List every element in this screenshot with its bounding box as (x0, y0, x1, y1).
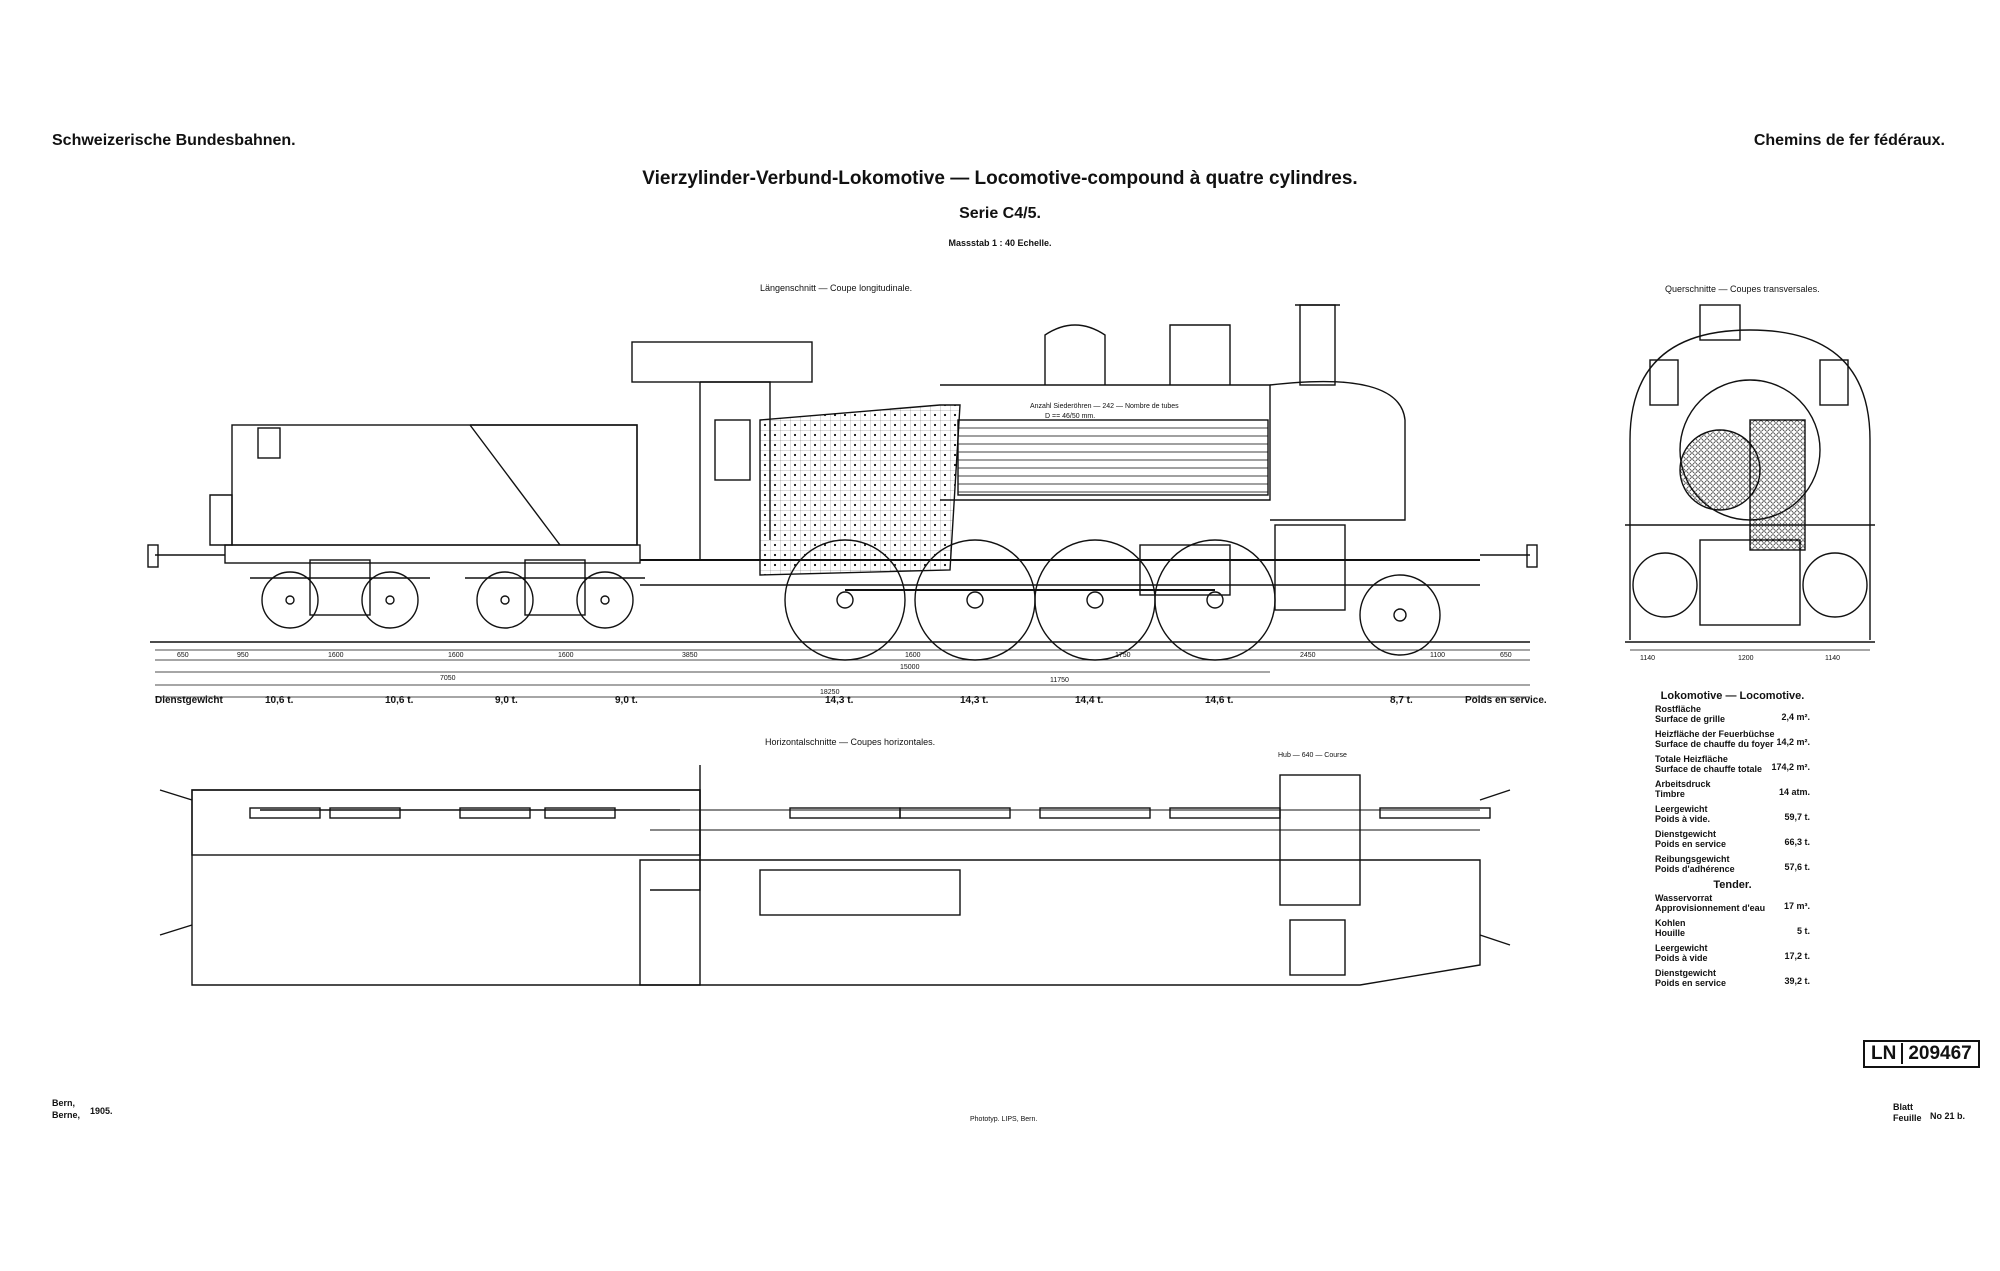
transversal-section (1625, 304, 1875, 643)
svg-text:3850: 3850 (682, 652, 698, 659)
weight-value: 14,3 t. (825, 695, 854, 706)
weight-value: 14,6 t. (1205, 695, 1234, 706)
footer-sheet-fr: Feuille (1893, 1113, 1922, 1123)
svg-text:1600: 1600 (328, 652, 344, 659)
boiler-tubes (957, 419, 1269, 496)
footer-sheet-number: No 21 b. (1930, 1111, 1966, 1121)
svg-text:15000: 15000 (900, 664, 920, 671)
archive-number: 209467 (1901, 1043, 1972, 1064)
weights-label-fr: Poids en service. (1465, 695, 1547, 706)
tender-bogie-front (250, 559, 430, 629)
horizontal-section (159, 765, 1511, 986)
tender-plan (191, 789, 701, 986)
weight-value: 10,6 t. (265, 695, 294, 706)
footer-year: 1905. (90, 1106, 113, 1116)
svg-text:1100: 1100 (1430, 652, 1445, 659)
longitudinal-dimensions (155, 649, 1530, 698)
footer-place-de: Bern, (52, 1098, 76, 1108)
svg-text:1600: 1600 (905, 652, 921, 659)
steam-dome (1044, 324, 1106, 385)
svg-text:650: 650 (177, 652, 189, 659)
svg-text:2450: 2450 (1300, 652, 1316, 659)
tender-title: Tender. (1713, 879, 1752, 891)
tender-coal-space (470, 424, 638, 545)
tender-filler (257, 427, 281, 459)
weights-label-de: Dienstgewicht (155, 695, 223, 706)
tender-tank (231, 424, 638, 546)
transversal-caption: Querschnitte — Coupes transversales. (1665, 284, 1820, 294)
wheel-plan (249, 807, 1491, 819)
svg-text:1750: 1750 (1115, 652, 1131, 659)
dimension-labels: 650 950 1600 1600 1600 3850 1600 1750 24… (177, 652, 1512, 696)
svg-text:7050: 7050 (440, 675, 456, 682)
svg-text:1600: 1600 (558, 652, 574, 659)
weight-value: 9,0 t. (495, 695, 518, 706)
longitudinal-section (147, 304, 1538, 661)
locomotive-frame-plan (639, 859, 1481, 986)
svg-text:1200: 1200 (1738, 655, 1754, 662)
cylinder (1274, 524, 1346, 611)
svg-text:950: 950 (237, 652, 249, 659)
svg-text:18250: 18250 (820, 689, 840, 696)
chimney (1299, 304, 1336, 386)
footer-printer: Phototyp. LIPS, Bern. (970, 1116, 1038, 1123)
cylinder-plan (1279, 774, 1361, 906)
sand-dome (1169, 324, 1231, 385)
svg-text:1600: 1600 (448, 652, 464, 659)
archive-prefix: LN (1871, 1043, 1897, 1064)
scale-label: Massstab 1 : 40 Echelle. (948, 238, 1052, 248)
tender-bogie-rear (465, 559, 645, 629)
horizontal-caption: Horizontalschnitte — Coupes horizontales… (765, 737, 936, 747)
weight-value: 9,0 t. (615, 695, 638, 706)
railway-name-de: Schweizerische Bundesbahnen. (52, 132, 296, 149)
tube-plate (1749, 419, 1806, 551)
svg-text:1140: 1140 (1640, 655, 1655, 662)
weight-value: 10,6 t. (385, 695, 414, 706)
footer-place-fr: Berne, (52, 1110, 81, 1120)
series-label: Serie C4/5. (959, 205, 1041, 222)
longitudinal-caption: Längenschnitt — Coupe longitudinale. (760, 283, 913, 293)
stroke-note: Hub — 640 — Course (1278, 752, 1347, 759)
railway-name-fr: Chemins de fer fédéraux. (1753, 132, 1945, 149)
weight-value: 14,3 t. (960, 695, 989, 706)
firebox-staybolts (759, 404, 961, 576)
drawing-title: Vierzylinder-Verbund-Lokomotive — Locomo… (642, 168, 1358, 189)
weight-value: 8,7 t. (1390, 695, 1413, 706)
tube-count-note: Anzahl Siederöhren — 242 — Nombre de tub… (1030, 403, 1179, 410)
svg-text:650: 650 (1500, 652, 1512, 659)
svg-text:11750: 11750 (1050, 677, 1069, 684)
svg-text:1140: 1140 (1825, 655, 1840, 662)
cab-roof (631, 341, 813, 383)
spec-title: Lokomotive — Locomotive. (1660, 690, 1805, 702)
tube-diameter-note: D == 46/50 mm. (1045, 413, 1096, 420)
smokebox (1269, 380, 1406, 521)
footer-sheet-de: Blatt (1893, 1102, 1913, 1112)
weight-value: 14,4 t. (1075, 695, 1104, 706)
